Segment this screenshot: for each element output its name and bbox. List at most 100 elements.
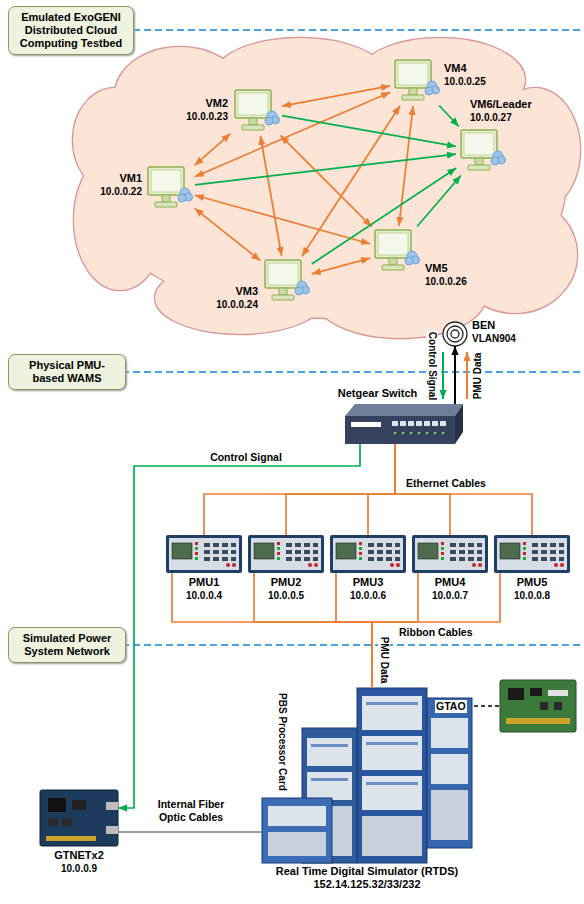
label-group: PMU310.0.0.6 <box>320 576 416 602</box>
edge-label: Control Signal <box>205 451 287 464</box>
node-detail: 10.0.0.25 <box>444 75 514 88</box>
rtds-racks <box>262 688 472 863</box>
connector <box>399 106 413 226</box>
connector <box>280 135 371 226</box>
annotation-label: Ribbon Cables <box>398 626 474 639</box>
cloud-fill <box>73 38 580 338</box>
connector <box>118 444 360 808</box>
node-title: VM4 <box>444 62 514 75</box>
leader-line <box>474 705 500 707</box>
connector <box>286 444 395 535</box>
connector <box>439 106 459 127</box>
node-title: PMU3 <box>320 576 416 589</box>
connector <box>312 168 457 264</box>
node-detail: 10.0.0.27 <box>470 111 550 124</box>
vm-node: VM6/Leader10.0.0.27 <box>458 128 506 174</box>
section-label: Physical PMU-based WAMS <box>8 354 126 390</box>
cloud-outline <box>73 38 580 338</box>
label-group: VM410.0.0.25 <box>444 62 514 88</box>
node-title: Physical PMU-based WAMS <box>14 359 120 385</box>
pmu-device <box>166 535 570 573</box>
edge-label: Internal Fiber Optic Cables <box>145 798 237 824</box>
label-group: Netgear Switch <box>330 387 425 400</box>
label-group: BENVLAN904 <box>472 319 542 345</box>
vm-node: VM310.0.0.24 <box>262 258 310 304</box>
label-group: PMU110.0.0.4 <box>156 576 252 602</box>
vm-monitor <box>148 60 506 300</box>
label-group: VM210.0.0.23 <box>148 97 228 123</box>
connector <box>195 154 456 185</box>
vm-node: VM210.0.0.23 <box>232 88 280 134</box>
connector <box>118 831 262 833</box>
vm-node: VM110.0.0.22 <box>145 165 193 211</box>
connector <box>368 444 395 535</box>
node-title: VM5 <box>425 262 495 275</box>
node-detail: VLAN904 <box>472 332 542 345</box>
node-title: GTNETx2 <box>30 849 128 862</box>
label-group: PMU210.0.0.5 <box>238 576 334 602</box>
pmu-node: PMU110.0.0.4 <box>166 535 242 573</box>
node-detail: 10.0.0.5 <box>238 589 334 602</box>
connector <box>260 136 281 256</box>
rotated-label: Control Signal <box>426 331 438 401</box>
vm-node: VM410.0.0.25 <box>392 58 440 104</box>
node-detail: 10.0.0.8 <box>484 589 580 602</box>
switch-node: Netgear Switch <box>345 404 463 444</box>
node-title: Simulated Power System Network <box>14 632 120 658</box>
vm-node: VM510.0.0.26 <box>372 228 420 274</box>
node-title: Real Time Digital Simulator (RTDS) <box>232 865 502 878</box>
gtao-card <box>500 680 576 732</box>
node-title: VM3 <box>178 285 258 298</box>
connector <box>195 195 370 244</box>
connector <box>195 208 261 260</box>
connector <box>282 86 390 106</box>
node-title: VM6/Leader <box>470 98 550 111</box>
label-group: VM310.0.0.24 <box>178 285 258 311</box>
node-detail: 10.0.0.4 <box>156 589 252 602</box>
annotation-label: Ethernet Cables <box>405 477 487 490</box>
pmu-node: PMU410.0.0.7 <box>412 535 488 573</box>
label-group: Real Time Digital Simulator (RTDS)152.14… <box>232 865 502 891</box>
ben-node: BENVLAN904 <box>443 322 467 346</box>
pmu-node: PMU210.0.0.5 <box>248 535 324 573</box>
node-title: Emulated ExoGENI Distributed Cloud Compu… <box>14 11 128 50</box>
rotated-label: PMU Data <box>378 636 390 685</box>
label-group: VM6/Leader10.0.0.27 <box>470 98 550 124</box>
node-detail: 10.0.0.26 <box>425 275 495 288</box>
node-title: VM2 <box>148 97 228 110</box>
node-title: PMU4 <box>402 576 498 589</box>
rotated-label: PBS Processor Card <box>276 692 288 792</box>
node-detail: 10.0.0.9 <box>30 862 128 875</box>
node-title: PMU5 <box>484 576 580 589</box>
switch-illustration <box>345 404 463 444</box>
node-title: Netgear Switch <box>330 387 425 400</box>
connector <box>282 116 456 147</box>
section-label: Simulated Power System Network <box>8 627 126 663</box>
connector <box>417 176 461 227</box>
node-title: VM1 <box>62 172 142 185</box>
pmu-node: PMU310.0.0.6 <box>330 535 406 573</box>
label-group: PMU410.0.0.7 <box>402 576 498 602</box>
connector <box>312 258 370 274</box>
gtnet-board <box>40 790 118 846</box>
node-detail: 10.0.0.23 <box>148 110 228 123</box>
section-label: Emulated ExoGENI Distributed Cloud Compu… <box>8 6 134 55</box>
node-detail: 152.14.125.32/33/232 <box>232 878 502 891</box>
label-group: GTNETx210.0.0.9 <box>30 849 128 875</box>
gtnet-node: GTNETx210.0.0.9 <box>40 790 118 846</box>
node-detail: 10.0.0.22 <box>62 185 142 198</box>
label-group: PMU510.0.0.8 <box>484 576 580 602</box>
connector <box>454 346 456 404</box>
node-detail: 10.0.0.7 <box>402 589 498 602</box>
rotated-label: PMU Data <box>472 352 484 401</box>
node-title: BEN <box>472 319 542 332</box>
annotation-label: GTAO <box>435 700 467 713</box>
node-title: PMU2 <box>238 576 334 589</box>
node-detail: 10.0.0.24 <box>178 298 258 311</box>
rtds-node: Real Time Digital Simulator (RTDS)152.14… <box>262 688 472 863</box>
connector <box>195 134 231 166</box>
ben-symbol <box>443 322 467 346</box>
connector <box>372 573 500 688</box>
